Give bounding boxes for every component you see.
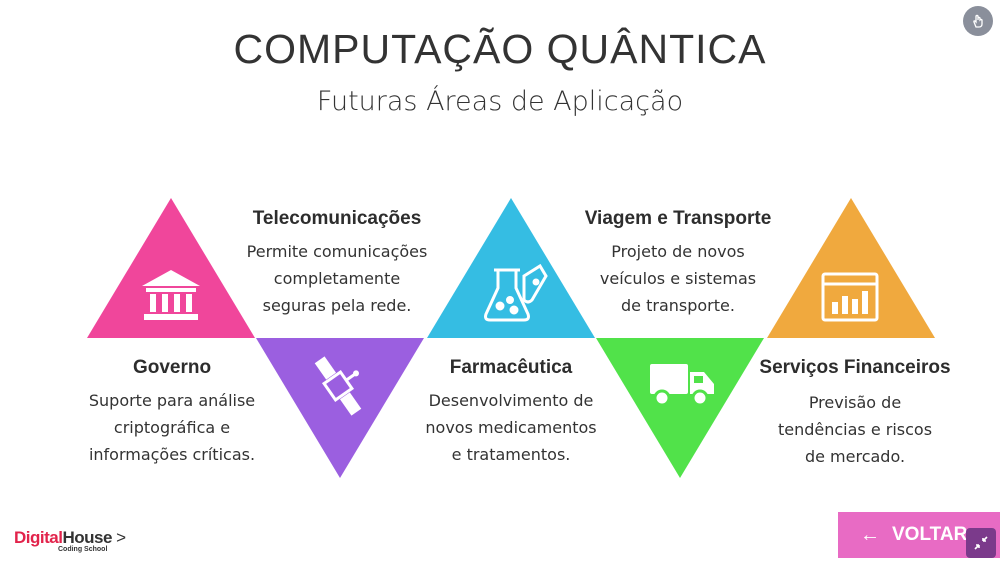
desc-line: e tratamentos. — [451, 445, 571, 464]
page-title: COMPUTAÇÃO QUÂNTICA — [233, 26, 767, 72]
desc-line: Suporte para análise — [88, 391, 256, 410]
block-farmaceutica: Farmacêutica Desenvolvimento de novos me… — [396, 357, 626, 468]
heading-farmaceutica: Farmacêutica — [449, 357, 573, 378]
desc-farmaceutica: Desenvolvimento de novos medicamentos e … — [396, 387, 626, 468]
flask-icon — [484, 263, 548, 322]
heading-financeiros: Serviços Financeiros — [759, 357, 951, 378]
triangle-financeiros — [767, 198, 935, 338]
triangle-farmaceutica — [427, 198, 595, 338]
back-button-label: VOLTAR — [892, 524, 968, 545]
logo-brand-a: Digital — [14, 528, 63, 547]
triangle-transporte — [596, 338, 764, 478]
desc-transporte: Projeto de novos veículos e sistemas de … — [563, 238, 793, 319]
desc-line: Desenvolvimento de — [428, 391, 594, 410]
desc-line: informações críticas. — [88, 445, 256, 464]
digitalhouse-logo: DigitalHouse > Coding School — [14, 528, 126, 553]
logo-tagline: Coding School — [58, 546, 108, 553]
heading-transporte: Viagem e Transporte — [584, 208, 772, 229]
truck-icon — [650, 364, 714, 407]
logo-brand-b: House — [62, 528, 112, 547]
block-governo: Governo Suporte para análise criptográfi… — [62, 357, 282, 468]
triangle-governo — [87, 198, 255, 338]
logo-arrow: > — [116, 528, 126, 547]
desc-line: novos medicamentos — [425, 418, 597, 437]
page-subtitle: Futuras Áreas de Aplicação — [316, 86, 684, 117]
heading-governo: Governo — [132, 357, 212, 378]
desc-telecom: Permite comunicações completamente segur… — [222, 238, 452, 319]
block-financeiros: Serviços Financeiros Previsão de tendênc… — [740, 357, 970, 470]
desc-line: tendências e riscos — [777, 420, 933, 439]
desc-line: seguras pela rede. — [262, 296, 412, 315]
desc-line: veículos e sistemas — [599, 269, 757, 288]
desc-line: completamente — [273, 269, 401, 288]
hand-icon[interactable] — [963, 6, 993, 36]
collapse-icon[interactable] — [966, 528, 996, 558]
triangle-telecom — [256, 338, 424, 478]
chart-icon — [821, 272, 879, 322]
desc-line: de transporte. — [621, 296, 735, 315]
arrow-left-icon: ← — [860, 523, 880, 546]
heading-telecom: Telecomunicações — [252, 208, 422, 229]
desc-line: Permite comunicações — [246, 242, 428, 261]
block-telecom: Telecomunicações Permite comunicações co… — [222, 208, 452, 319]
satellite-icon — [314, 356, 362, 416]
desc-line: Previsão de — [808, 393, 902, 412]
desc-line: de mercado. — [804, 447, 906, 466]
desc-financeiros: Previsão de tendências e riscos de merca… — [740, 389, 970, 470]
desc-line: Projeto de novos — [611, 242, 745, 261]
desc-governo: Suporte para análise criptográfica e inf… — [62, 387, 282, 468]
bank-icon — [142, 270, 200, 320]
desc-line: criptográfica e — [113, 418, 231, 437]
block-transporte: Viagem e Transporte Projeto de novos veí… — [563, 208, 793, 319]
